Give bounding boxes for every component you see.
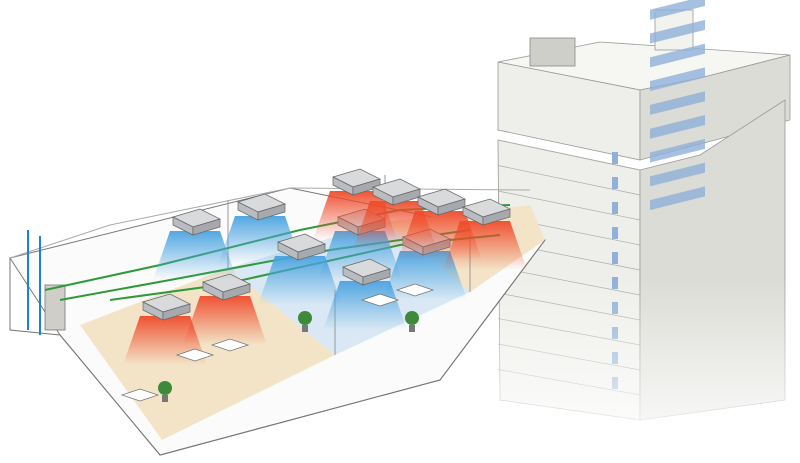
plant bbox=[405, 311, 419, 332]
cooling-cassette-unit bbox=[218, 193, 302, 265]
cooling-cassette-unit bbox=[153, 208, 237, 280]
cooling-cassette-unit bbox=[258, 233, 342, 305]
desk bbox=[120, 388, 160, 402]
plant bbox=[158, 381, 172, 402]
airflow bbox=[218, 216, 302, 265]
heating-cassette-unit bbox=[443, 198, 527, 270]
desk bbox=[175, 348, 215, 362]
plant bbox=[298, 311, 312, 332]
airflow bbox=[153, 231, 237, 280]
airflow bbox=[258, 256, 342, 305]
floor-plan bbox=[9, 168, 546, 456]
airflow bbox=[183, 296, 267, 345]
desk bbox=[210, 338, 250, 352]
desk bbox=[360, 293, 400, 307]
airflow bbox=[443, 221, 527, 270]
indoor-equipment bbox=[44, 284, 66, 331]
desk bbox=[395, 283, 435, 297]
office-building bbox=[495, 0, 795, 463]
